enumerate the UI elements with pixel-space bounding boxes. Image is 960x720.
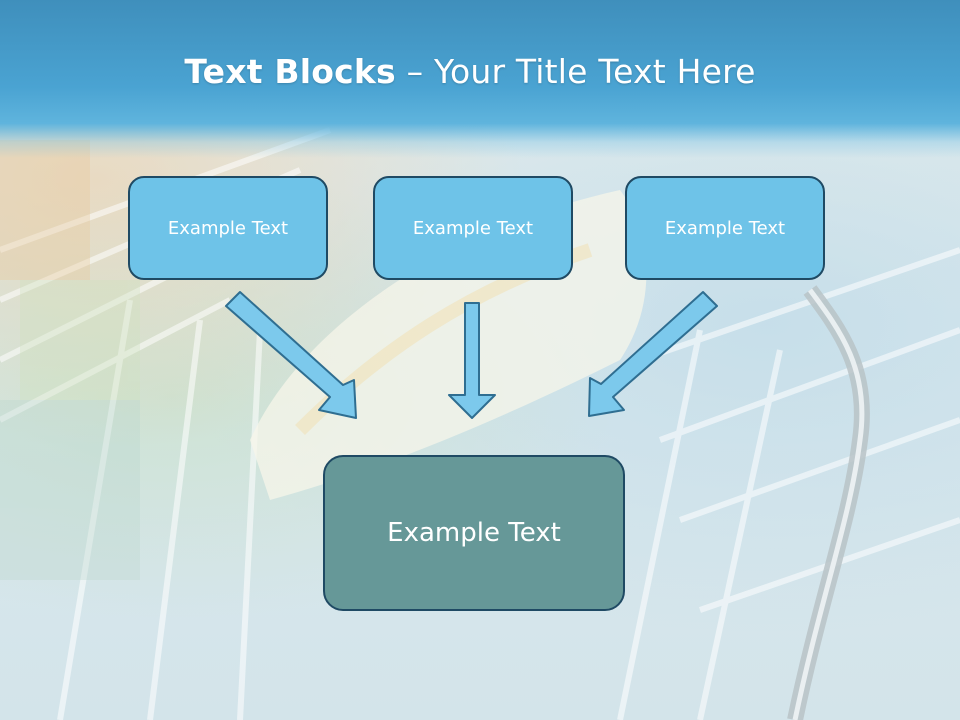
slide-title: Text Blocks – Your Title Text Here (0, 52, 940, 91)
arrow-down-icon (448, 302, 496, 419)
text-block-label: Example Text (387, 518, 561, 548)
title-bold-part: Text Blocks (184, 52, 396, 91)
text-block-label: Example Text (412, 217, 534, 239)
arrow-down-right-icon (225, 291, 357, 419)
text-block-label: Example Text (167, 217, 289, 239)
title-dash: – (395, 52, 434, 91)
text-block-bottom: Example Text (323, 455, 625, 611)
text-block-top-right: Example Text (625, 176, 825, 280)
text-block-top-center: Example Text (373, 176, 573, 280)
text-block-label: Example Text (664, 217, 786, 239)
title-band (0, 0, 960, 158)
arrow-down-left-icon (588, 291, 718, 417)
text-block-top-left: Example Text (128, 176, 328, 280)
title-rest: Your Title Text Here (433, 52, 756, 91)
